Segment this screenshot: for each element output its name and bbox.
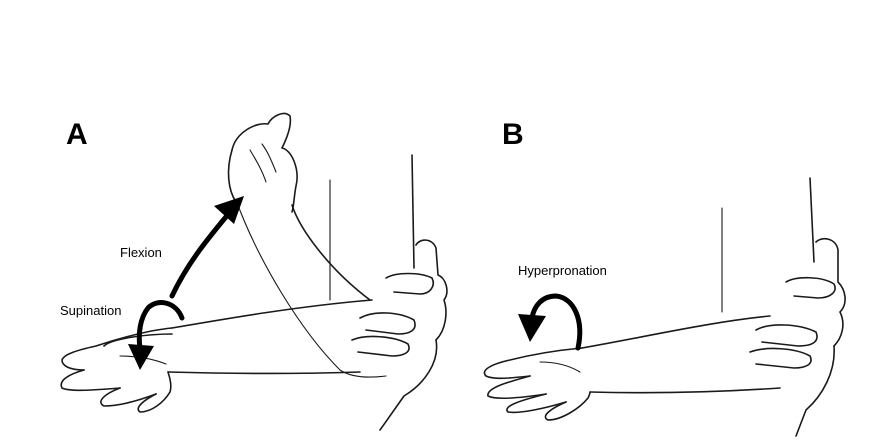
flexed-forearm-bottom xyxy=(236,200,386,377)
examiner-finger-3 xyxy=(352,337,409,356)
b-hand-knuckle-line xyxy=(540,362,580,372)
extended-forearm-bottom xyxy=(168,372,360,374)
b-examiner-finger-3 xyxy=(750,349,811,368)
supination-arrowhead xyxy=(128,344,154,370)
b-hand-ring xyxy=(507,394,566,412)
raised-hand-finger-line-2 xyxy=(262,144,276,172)
examiner-finger-2 xyxy=(360,313,415,334)
b-examiner-wrist-line xyxy=(796,346,834,436)
panel-b-drawing xyxy=(484,178,845,436)
flexed-forearm-top xyxy=(292,205,370,300)
extended-forearm-top xyxy=(172,300,372,328)
b-forearm-top xyxy=(582,316,770,348)
hyperpronation-arrowhead xyxy=(518,314,546,342)
b-examiner-finger-1 xyxy=(786,278,835,298)
raised-hand-finger-line xyxy=(250,150,266,182)
supination-arrow xyxy=(139,303,182,348)
extended-hand-middle xyxy=(61,370,120,390)
b-hand-middle xyxy=(488,376,546,398)
flexion-arrow xyxy=(172,212,230,296)
examiner-wrist-line xyxy=(380,340,437,430)
b-upper-arm-back-line xyxy=(810,178,814,262)
raised-hand-palm xyxy=(229,150,236,202)
b-examiner-thumb xyxy=(816,239,845,346)
extended-hand-little xyxy=(138,372,171,412)
b-examiner-finger-2 xyxy=(756,325,817,346)
examiner-finger-1 xyxy=(386,274,433,295)
extended-hand-ring xyxy=(101,388,156,406)
b-hand-index xyxy=(484,348,582,378)
panel-a-drawing xyxy=(61,114,447,430)
upper-arm-back-line xyxy=(412,155,414,268)
b-forearm-bottom xyxy=(590,388,780,393)
